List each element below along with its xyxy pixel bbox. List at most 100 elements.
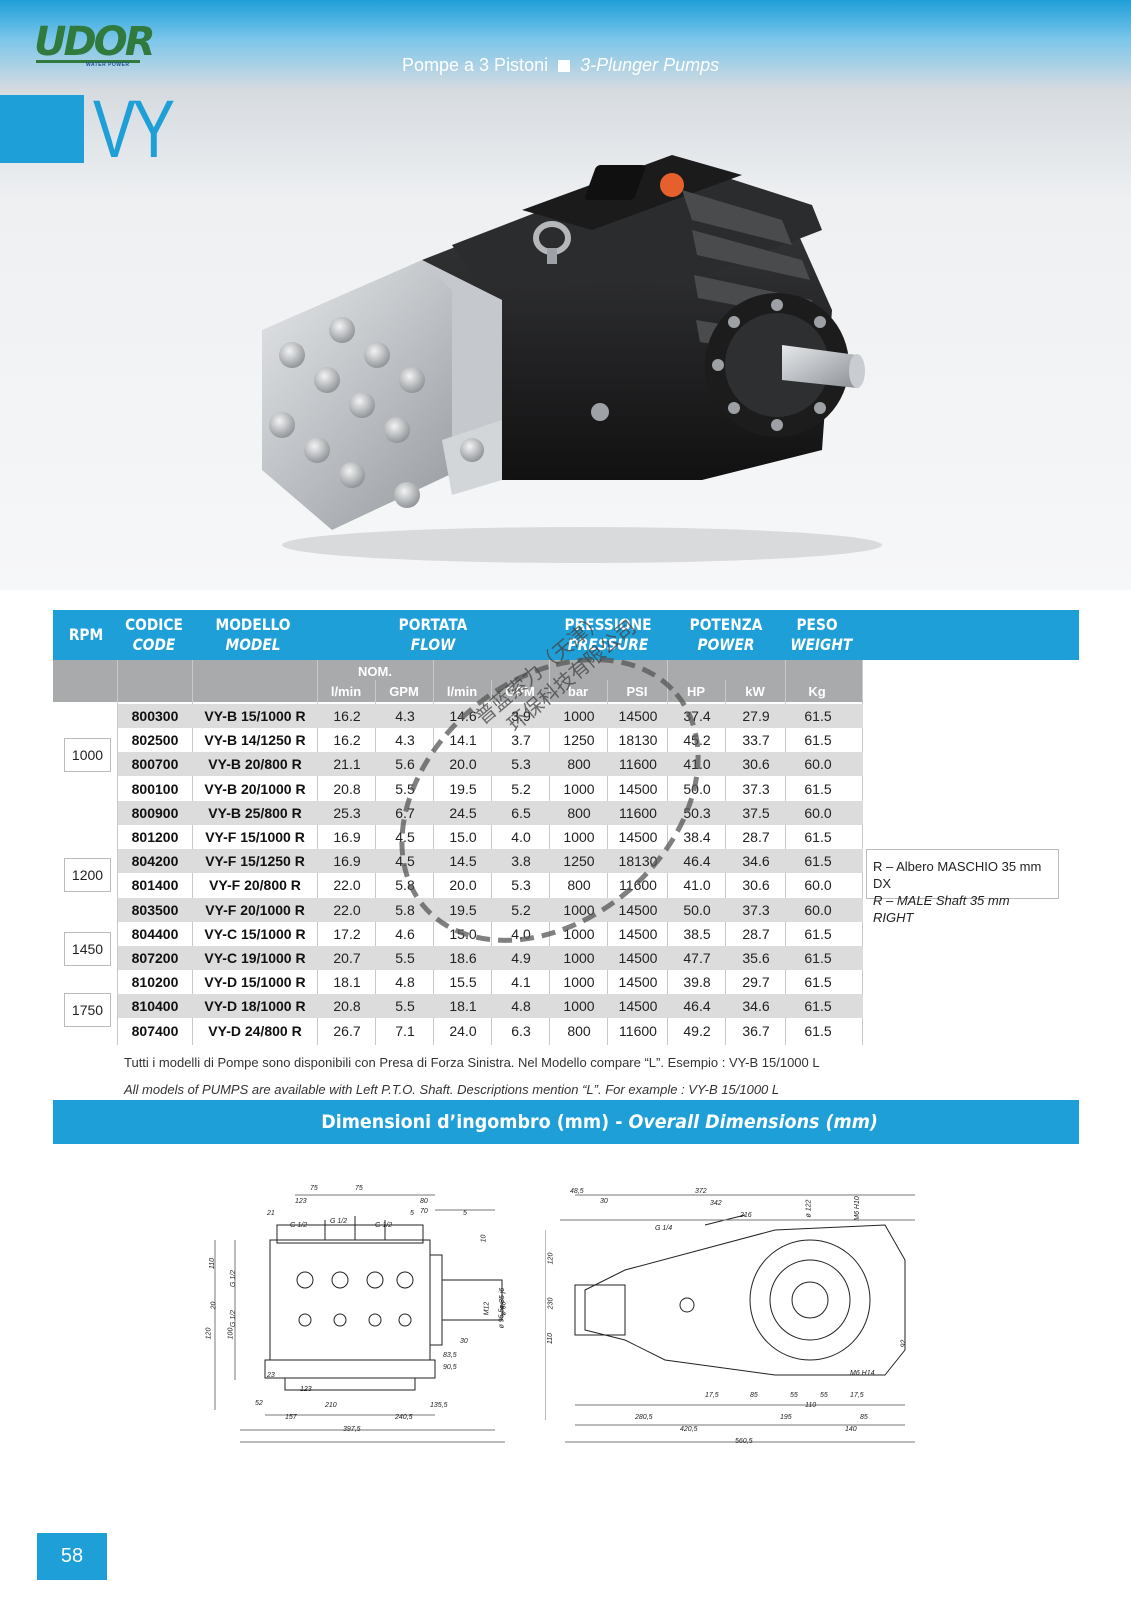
table-cell: 37.5 [742,804,770,821]
dimensions-title-it: Dimensioni d’ingombro (mm) [321,1111,610,1133]
footnote-en: All models of PUMPS are available with L… [124,1082,780,1097]
table-cell: 38.5 [683,925,711,942]
table-cell: 1000 [563,829,595,845]
table-cell: 20.8 [333,998,361,1015]
table-cell: 807400 [131,1022,179,1039]
table-cell: 18130 [618,853,658,870]
table-cell: 800900 [131,804,179,821]
table-cell: 41.0 [683,756,711,773]
table-cell: 20.0 [449,877,477,894]
header-flow-it: PORTATA [398,615,468,634]
table-units-row: NOM. l/min GPM l/min GPM bar PSI HP kW K… [53,660,863,702]
dimension-label: 52 [255,1400,263,1407]
table-cell: VY-F 20/800 R [209,877,301,894]
rpm-group-1000: 1000 [64,738,111,772]
dimensions-title-sep: - [615,1111,623,1133]
dimension-label: 20 [210,1301,218,1310]
table-cell: 60.0 [804,877,832,894]
dimension-label: 560,5 [735,1438,753,1445]
table-cell: 4.6 [395,925,415,942]
table-cell: 11600 [619,756,657,773]
table-cell: VY-D 24/800 R [208,1022,302,1039]
table-cell: 15.0 [449,925,477,942]
table-cell: 26.7 [333,1022,361,1039]
dimension-label: 123 [300,1386,312,1393]
table-cell: 11600 [619,877,657,894]
table-cell: 36.7 [742,1022,770,1039]
dimension-label: 420,5 [680,1426,698,1433]
table-cell: 5.3 [511,877,531,894]
table-cell: 7.1 [395,1022,415,1039]
header-code-it: CODICE [125,615,183,634]
table-cell: 1000 [563,974,595,991]
table-cell: 37.3 [742,901,770,918]
table-cell: 18.6 [449,950,477,966]
table-cell: 24.5 [449,804,477,821]
unit-psi: PSI [626,684,648,699]
table-cell: 16.2 [333,732,361,749]
shaft-note-it: R – Albero MASCHIO 35 mm DX [873,859,1042,891]
dimension-label: 85 [860,1414,868,1421]
table-cell: 60.0 [804,804,832,821]
table-cell: 37.3 [742,780,770,797]
rpm-group-1750: 1750 [64,993,111,1027]
header-rpm: RPM [68,625,104,644]
dimension-label: 55 [820,1392,828,1399]
table-cell: VY-B 14/1250 R [204,732,306,749]
table-cell: VY-B 15/1000 R [204,708,306,724]
dimension-label: ø 122 [805,1199,813,1218]
table-cell: VY-F 15/1250 R [205,853,305,870]
series-bar [0,95,84,163]
table-cell: 4.0 [511,829,531,845]
table-cell: 14.1 [449,732,477,749]
dimension-label: 100 [227,1327,235,1340]
dimension-label: G 1/2 [230,1269,238,1288]
header-power: POTENZA POWER [676,615,776,655]
dimension-label: 230 [547,1297,555,1310]
table-cell: 6.7 [395,804,415,821]
table-cell: 15.5 [449,974,477,991]
table-cell: 15.0 [449,829,477,845]
table-cell: 14500 [618,925,658,942]
dimension-label: 280,5 [635,1414,653,1421]
logo-text: UDOR [34,19,155,65]
table-cell: 61.5 [804,950,832,966]
table-cell: 61.5 [804,853,832,870]
table-cell: 17.2 [333,925,361,942]
table-cell: 1250 [563,853,595,870]
header-title-it: Pompe a 3 Pistoni [402,55,549,75]
table-cell: 4.1 [511,974,531,991]
unit-hp: HP [686,684,706,699]
table-cell: 61.5 [804,974,832,991]
dimension-label: 397,5 [343,1426,361,1433]
dimension-label: 10 [480,1234,488,1243]
table-header: RPM CODICE CODE MODELLO MODEL PORTATA FL… [53,610,1079,660]
dimension-label: 123 [295,1198,307,1205]
table-cell: 14500 [618,780,658,797]
table-cell: 804400 [131,925,179,942]
dimension-label: 110 [209,1257,217,1270]
header-model: MODELLO MODEL [201,615,304,655]
table-cell: 800 [567,804,591,821]
brand-logo: UDOR WATER POWER [34,20,155,70]
table-cell: 4.0 [511,925,531,942]
divider [117,660,118,1045]
table-cell: 21.1 [333,756,361,773]
rpm-group-1450: 1450 [64,932,111,966]
table-cell: 61.5 [804,829,832,845]
table-cell: 18130 [618,732,658,749]
series-code: VY [93,84,175,175]
dimension-label: 30 [600,1198,608,1205]
table-cell: 16.9 [333,829,361,845]
header-code: CODICE CODE [122,615,186,655]
table-cell: 807200 [131,950,179,966]
dimension-label: 120 [205,1327,213,1340]
rpm-group-1200: 1200 [64,858,111,892]
table-cell: 800300 [131,708,179,724]
table-cell: 61.5 [804,780,832,797]
table-cell: 5.2 [511,901,531,918]
